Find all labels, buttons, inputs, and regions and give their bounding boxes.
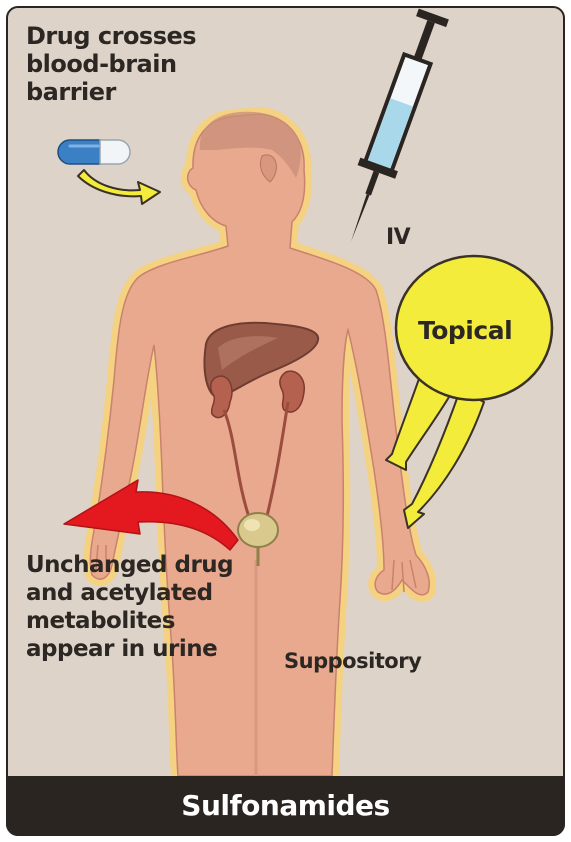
yellow-arrow-to-brain <box>78 170 160 204</box>
syringe-icon <box>332 7 452 248</box>
bladder <box>238 513 278 547</box>
label-suppository: Suppository <box>284 648 421 674</box>
capsule-icon <box>58 140 130 164</box>
bladder-highlight <box>244 519 260 531</box>
human-body <box>90 112 429 776</box>
figure-title: Sulfonamides <box>6 776 565 836</box>
label-topical: Topical <box>418 316 512 346</box>
label-iv: IV <box>386 226 410 250</box>
kidney-right <box>280 371 304 412</box>
topical-balloon <box>386 256 552 528</box>
label-blood-brain-barrier: Drug crosses blood-brain barrier <box>26 22 256 106</box>
label-urine: Unchanged drug and acetylated metabolite… <box>26 551 246 663</box>
